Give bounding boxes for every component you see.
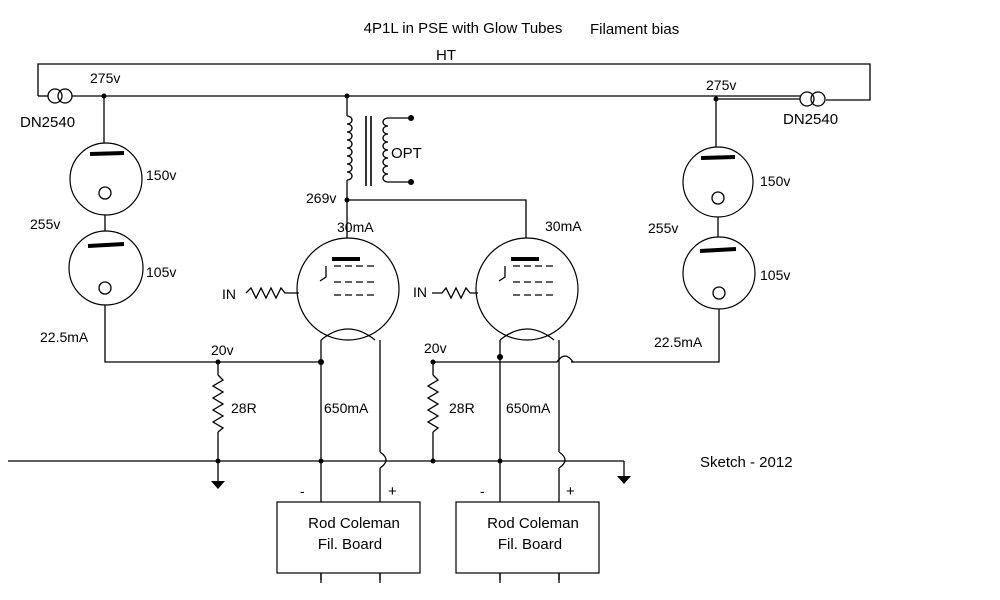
left-glow-top-voltage: 150v xyxy=(146,167,176,183)
right-filament-board: Rod Coleman Fil. Board xyxy=(455,501,600,574)
left-bias-voltage: 20v xyxy=(211,342,234,358)
right-ground-junction xyxy=(497,458,503,464)
left-glow-bottom-voltage: 105v xyxy=(146,264,176,280)
right-dn2540-icon xyxy=(799,91,826,107)
left-glow-tube-top xyxy=(69,142,143,216)
right-board-minus: - xyxy=(480,483,485,499)
right-bias-crossover xyxy=(500,355,574,363)
left-board-plus: + xyxy=(388,483,397,500)
left-filament-current: 650mA xyxy=(324,400,369,416)
left-dn2540-icon xyxy=(47,88,73,104)
ht-rail-wire xyxy=(37,63,871,101)
opt-primary-voltage: 269v xyxy=(306,190,336,206)
left-glow-tube-bottom xyxy=(68,230,144,306)
left-bias-resistor xyxy=(211,359,225,464)
left-board-minus: - xyxy=(300,483,305,499)
diagram-subtitle: Filament bias xyxy=(590,21,679,38)
right-bias-wire xyxy=(571,309,720,363)
right-ht-voltage: 275v xyxy=(706,77,736,93)
right-glow-bottom-voltage: 105v xyxy=(760,267,790,283)
right-board-plus: + xyxy=(566,483,575,500)
right-anode-current: 30mA xyxy=(545,218,582,234)
right-dn2540-label: DN2540 xyxy=(783,111,838,128)
left-ht-voltage: 275v xyxy=(90,70,120,86)
diagram-title: 4P1L in PSE with Glow Tubes xyxy=(364,20,563,37)
left-input-label: IN xyxy=(222,286,236,302)
left-bias-wire xyxy=(104,305,321,363)
right-bias-resistor-value: 28R xyxy=(449,400,475,416)
opt-label: OPT xyxy=(391,145,422,162)
right-4p1l-tube xyxy=(475,237,579,341)
right-bias-resistor xyxy=(426,359,440,464)
right-wire-crossover xyxy=(558,451,566,469)
sketch-date-label: Sketch - 2012 xyxy=(700,454,793,471)
right-glow-tube-bottom xyxy=(682,236,756,310)
output-transformer-icon xyxy=(346,96,414,200)
right-node-voltage: 255v xyxy=(648,220,678,236)
left-board-subtitle: Fil. Board xyxy=(318,536,382,553)
left-anode-current: 30mA xyxy=(337,219,374,235)
left-ground-junction xyxy=(318,458,324,464)
left-dn2540-label: DN2540 xyxy=(20,114,75,131)
left-glow-current: 22.5mA xyxy=(40,329,89,345)
left-ground-icon xyxy=(211,461,225,489)
right-input-label: IN xyxy=(413,284,427,300)
right-bias-voltage: 20v xyxy=(424,340,447,356)
right-filament-current: 650mA xyxy=(506,400,551,416)
left-board-title: Rod Coleman xyxy=(308,515,400,532)
left-filament-board: Rod Coleman Fil. Board xyxy=(276,501,421,574)
left-4p1l-tube xyxy=(296,237,400,341)
right-grid-stopper xyxy=(432,286,478,300)
right-glow-current: 22.5mA xyxy=(654,334,703,350)
right-glow-tube-top xyxy=(682,146,754,218)
right-glow-top-voltage: 150v xyxy=(760,173,790,189)
right-ground-icon xyxy=(617,461,631,484)
ht-label: HT xyxy=(436,47,456,64)
left-node-voltage: 255v xyxy=(30,216,60,232)
right-board-title: Rod Coleman xyxy=(487,515,579,532)
right-board-subtitle: Fil. Board xyxy=(498,536,562,553)
left-bias-resistor-value: 28R xyxy=(231,400,257,416)
left-grid-stopper xyxy=(245,286,299,300)
left-wire-crossover xyxy=(379,451,387,469)
